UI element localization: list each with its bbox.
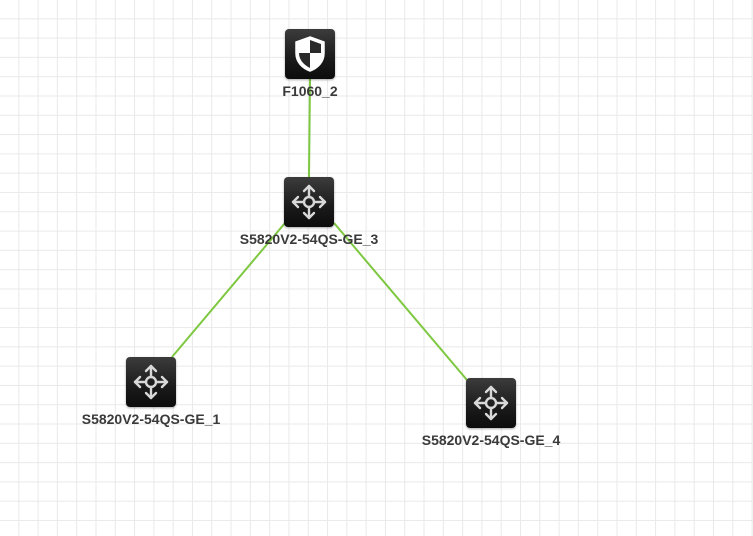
node-label-switch-3: S5820V2-54QS-GE_3 [239, 231, 379, 247]
node-switch-4[interactable]: S5820V2-54QS-GE_4 [401, 378, 581, 448]
node-firewall[interactable]: F1060_2 [220, 29, 400, 99]
node-label-switch-1: S5820V2-54QS-GE_1 [81, 411, 221, 427]
node-switch-1[interactable]: S5820V2-54QS-GE_1 [61, 357, 241, 427]
switch-arrows-icon[interactable] [466, 378, 516, 428]
switch-arrows-icon[interactable] [126, 357, 176, 407]
switch-arrows-icon[interactable] [284, 177, 334, 227]
node-switch-3[interactable]: S5820V2-54QS-GE_3 [219, 177, 399, 247]
node-label-firewall: F1060_2 [282, 83, 338, 99]
firewall-shield-icon[interactable] [285, 29, 335, 79]
node-label-switch-4: S5820V2-54QS-GE_4 [421, 432, 561, 448]
